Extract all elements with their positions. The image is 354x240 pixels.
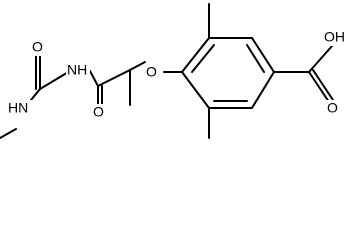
bond-carboxyl-o-b [312, 69, 334, 101]
bond-amide-carbon-ch [97, 69, 131, 87]
bond-carboxyl-oh [308, 45, 333, 73]
ring-bond-3 [251, 37, 275, 73]
bond-methyl-n [0, 128, 17, 139]
chemical-structure-diagram: O NH HN O O OH O [0, 3, 351, 139]
ring-bond-6 [181, 71, 210, 109]
bond-urea-carbon-nh [39, 70, 71, 90]
label-mask-nh [66, 62, 90, 79]
atom-label-hn: HN [8, 100, 28, 116]
bond-n-urea-carbon [30, 88, 41, 101]
atom-label-oh: OH [324, 29, 345, 45]
label-mask-o-lower [92, 104, 106, 121]
bond-carboxyl-o-a [308, 71, 330, 103]
ring-double-bond-2 [246, 44, 265, 73]
ring-double-bond-1 [191, 44, 215, 73]
bond-nh-amide-carbon [89, 70, 99, 87]
atom-label-o-lower: O [93, 104, 104, 120]
ring-bond-4 [251, 71, 275, 109]
atom-label-nh: NH [67, 62, 87, 78]
label-mask-hn [8, 100, 34, 118]
atom-label-o-acid: O [327, 100, 338, 116]
atom-label-o-left: O [32, 39, 43, 55]
label-mask-o-acid [326, 100, 340, 117]
label-mask-oh [323, 29, 351, 46]
atom-label-o-ether: O [146, 64, 157, 80]
bond-ch-ether-oxygen [129, 61, 146, 71]
label-mask-o-ether [145, 64, 159, 81]
label-mask-o-left [31, 39, 44, 56]
ring-bond-1 [181, 37, 210, 73]
